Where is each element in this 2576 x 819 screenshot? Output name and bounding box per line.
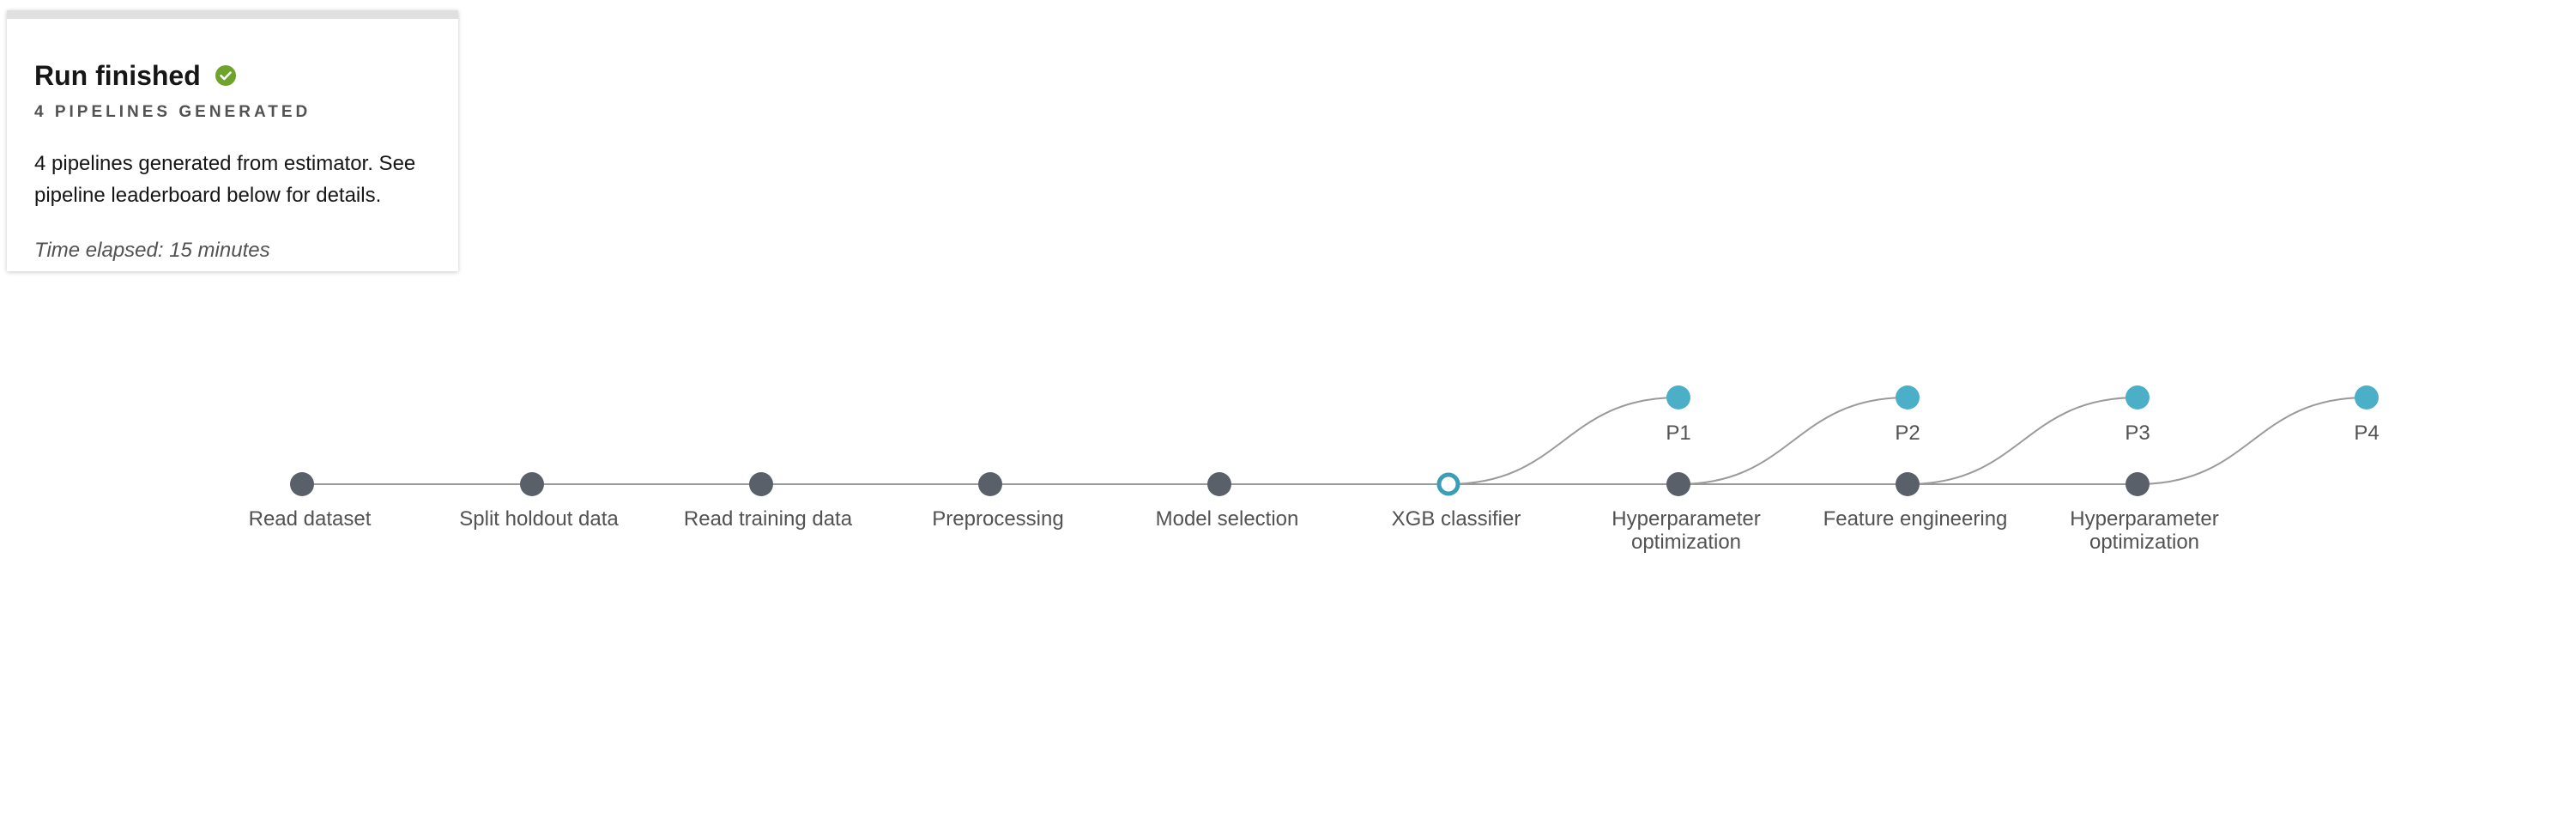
pipeline-node-p3 bbox=[2126, 385, 2150, 410]
pipeline-label-p3: P3 bbox=[2125, 422, 2150, 445]
labels: Read dataset Split holdout data Read train… bbox=[249, 422, 2379, 554]
step-node-model-selection bbox=[1207, 472, 1231, 496]
pipeline-connector-p2 bbox=[1678, 397, 1908, 485]
step-node-read-dataset bbox=[290, 472, 314, 496]
pipeline-node-p1 bbox=[1666, 385, 1690, 410]
step-label-preprocessing: Preprocessing bbox=[932, 507, 1063, 531]
pipeline-node-p2 bbox=[1896, 385, 1920, 410]
status-card: Run finished 4 PIPELINES GENERATED 4 pip… bbox=[7, 10, 458, 271]
step-label-read-dataset: Read dataset bbox=[249, 507, 372, 531]
step-node-feature-engineering bbox=[1896, 472, 1920, 496]
card-title-row: Run finished bbox=[34, 62, 237, 89]
card-subtitle: 4 PIPELINES GENERATED bbox=[34, 103, 311, 121]
step-label-read-training-data: Read training data bbox=[684, 507, 853, 531]
step-node-hyperparameter-optimization-2 bbox=[2126, 472, 2150, 496]
pipeline-connector-p4 bbox=[2137, 397, 2367, 485]
step-label-split-holdout-data: Split holdout data bbox=[459, 507, 619, 531]
step-node-hyperparameter-optimization-1 bbox=[1666, 472, 1690, 496]
card-title: Run finished bbox=[34, 60, 201, 91]
step-label-model-selection: Model selection bbox=[1156, 507, 1299, 531]
step-node-xgb-classifier bbox=[1436, 472, 1460, 496]
pipeline-label-p4: P4 bbox=[2354, 422, 2379, 445]
pipeline-label-p1: P1 bbox=[1666, 422, 1690, 445]
connectors bbox=[302, 397, 2367, 485]
step-label-feature-engineering: Feature engineering bbox=[1823, 507, 2008, 531]
card-description: 4 pipelines generated from estimator. Se… bbox=[34, 152, 416, 207]
step-label-xgb-classifier: XGB classifier bbox=[1392, 507, 1521, 531]
check-circle-icon bbox=[215, 64, 237, 87]
pipeline-connector-p1 bbox=[1448, 397, 1679, 485]
step-node-read-training-data bbox=[749, 472, 773, 496]
step-node-split-holdout-data bbox=[520, 472, 544, 496]
nodes bbox=[290, 385, 2379, 496]
pipeline-label-p2: P2 bbox=[1895, 422, 1920, 445]
pipeline-node-p4 bbox=[2355, 385, 2379, 410]
card-time-elapsed: Time elapsed: 15 minutes bbox=[34, 239, 270, 262]
step-node-preprocessing bbox=[978, 472, 1002, 496]
pipeline-connector-p3 bbox=[1907, 397, 2138, 485]
